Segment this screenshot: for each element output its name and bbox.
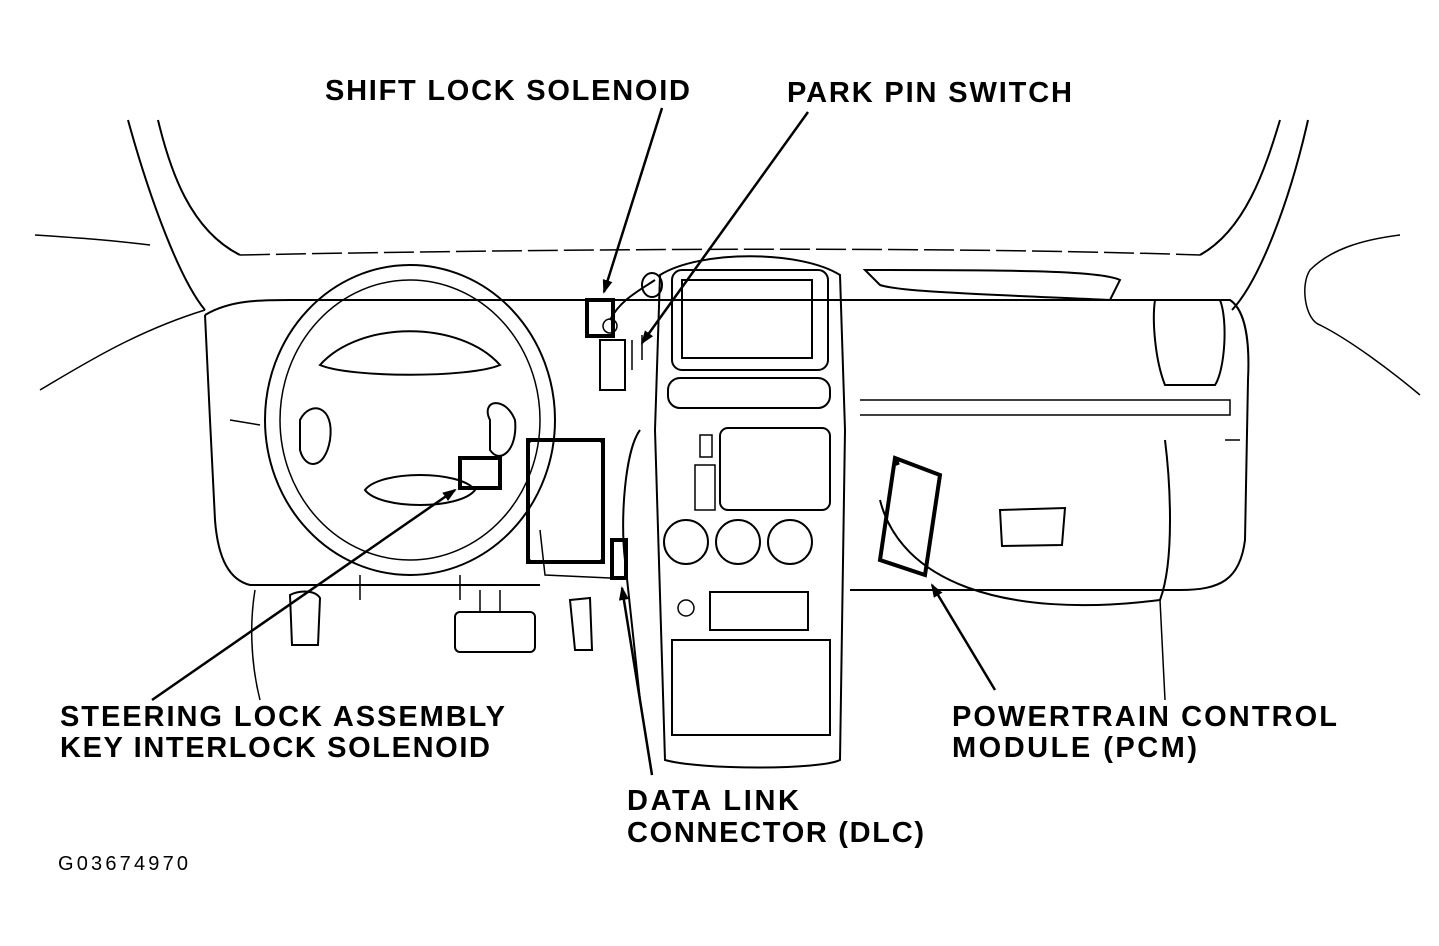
windshield-frame [34, 119, 1421, 396]
label-powertrain-control: POWERTRAIN CONTROL [952, 701, 1337, 733]
arrow-dlc [618, 586, 654, 776]
label-steering-lock-assembly: STEERING LOCK ASSEMBLY [60, 701, 505, 733]
center-console [622, 255, 847, 776]
lower-dash [251, 439, 611, 701]
label-park-pin-switch: PARK PIN SWITCH [787, 77, 1072, 109]
shift-lock-solenoid-marker [585, 298, 615, 338]
label-connector-dlc: CONNECTOR (DLC) [627, 817, 924, 849]
figure-code: G03674970 [58, 853, 188, 875]
fuse-box-outline [526, 438, 605, 564]
label-data-link: DATA LINK [627, 785, 799, 817]
arrow-pcm [930, 583, 997, 691]
label-key-interlock-solenoid: KEY INTERLOCK SOLENOID [60, 732, 490, 764]
arrow-shift-lock-solenoid [602, 107, 664, 294]
arrow-steering-lock [151, 488, 457, 702]
pcm-marker [877, 455, 943, 578]
dashboard-outline [204, 268, 1250, 701]
label-module-pcm: MODULE (PCM) [952, 732, 1197, 764]
steering-wheel [264, 264, 556, 600]
label-shift-lock-solenoid: SHIFT LOCK SOLENOID [325, 75, 690, 107]
dlc-marker [610, 538, 628, 580]
key-interlock-solenoid-marker [458, 456, 502, 490]
shifter-area [599, 272, 663, 391]
arrow-park-pin-switch [640, 111, 810, 345]
